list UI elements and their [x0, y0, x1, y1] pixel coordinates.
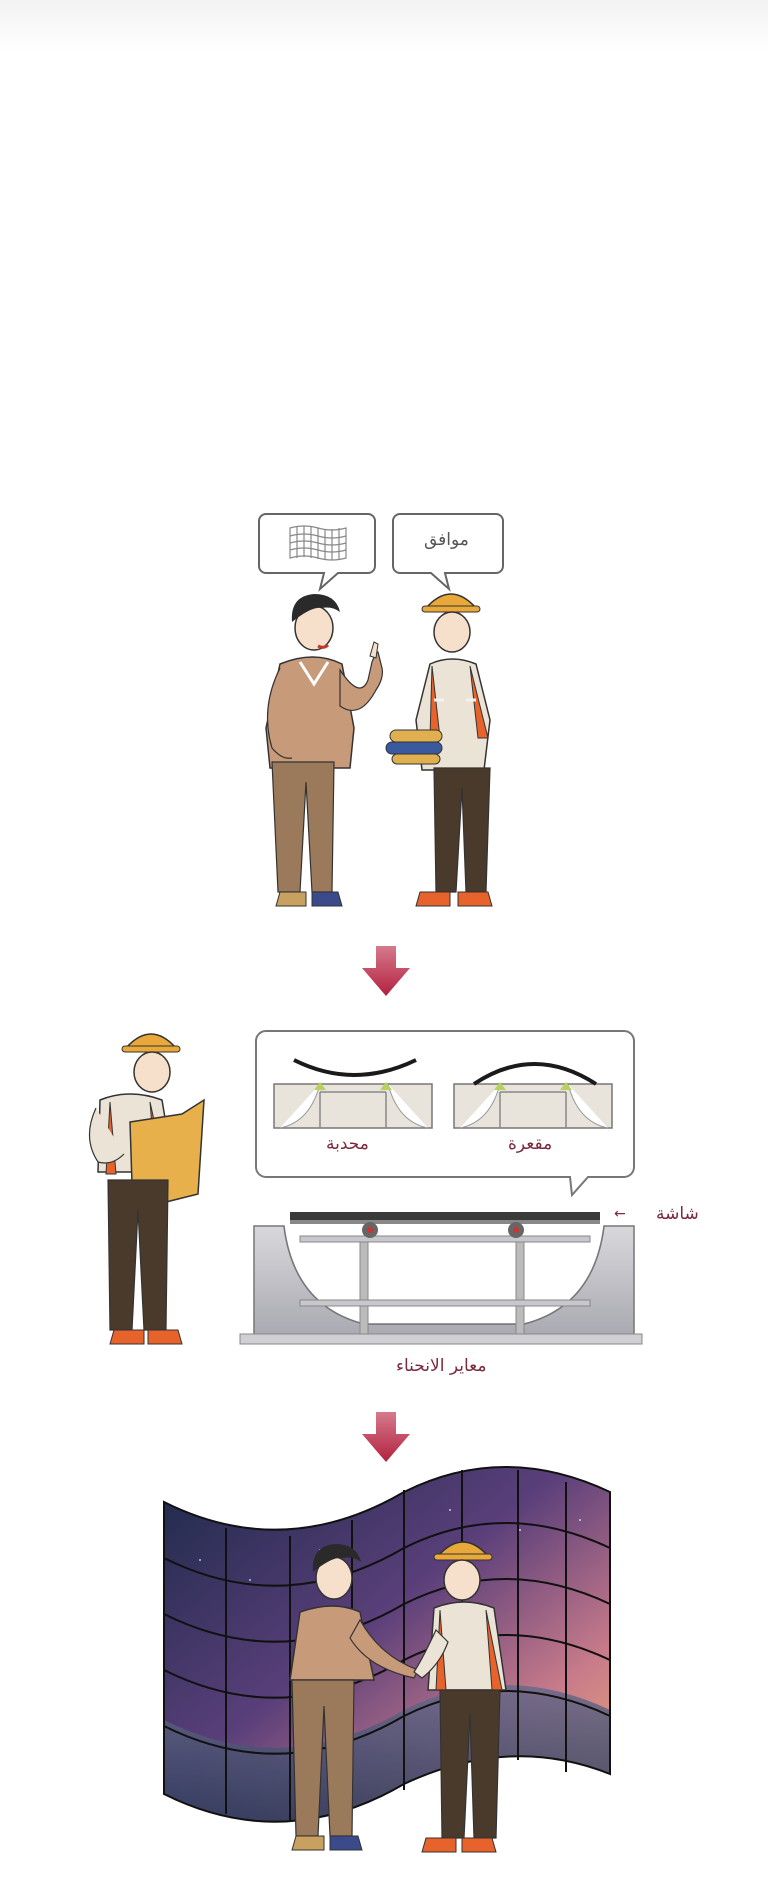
screen-label: شاشة [656, 1204, 699, 1224]
screen-pointer-arrow: ← [614, 1206, 626, 1222]
convex-diagram [273, 1058, 433, 1129]
man-sweater-handshake-figure [289, 1544, 419, 1851]
curvature-jig [239, 1212, 643, 1345]
down-arrow-1 [362, 946, 410, 996]
speech-bubble-left [258, 513, 376, 592]
down-arrow-2 [362, 1412, 410, 1462]
worker-with-folder-figure [88, 1033, 205, 1345]
concave-label: مقعرة [508, 1134, 553, 1154]
top-bar [0, 0, 768, 52]
scene-2-calibration [88, 1030, 643, 1345]
speech-bubble-right [392, 513, 504, 592]
screen-panel [290, 1212, 600, 1220]
stars [199, 1509, 581, 1581]
worker-handshake-figure [413, 1541, 507, 1853]
grid-panel-icon [289, 525, 347, 561]
curved-video-wall [163, 1466, 611, 1823]
blueprint-rolls [385, 729, 443, 765]
man-sweater-figure [265, 594, 383, 907]
curvature-callout [255, 1030, 635, 1198]
concave-diagram [453, 1062, 613, 1129]
scene-3-curved-wall [163, 1466, 611, 1853]
convex-label: محدبة [326, 1134, 369, 1154]
worker-with-blueprints-figure [385, 593, 493, 907]
scene-1-discussion [258, 513, 504, 907]
speech-agree-text: موافق [424, 530, 469, 550]
curvature-jig-label: معاير الانحناء [396, 1356, 487, 1376]
